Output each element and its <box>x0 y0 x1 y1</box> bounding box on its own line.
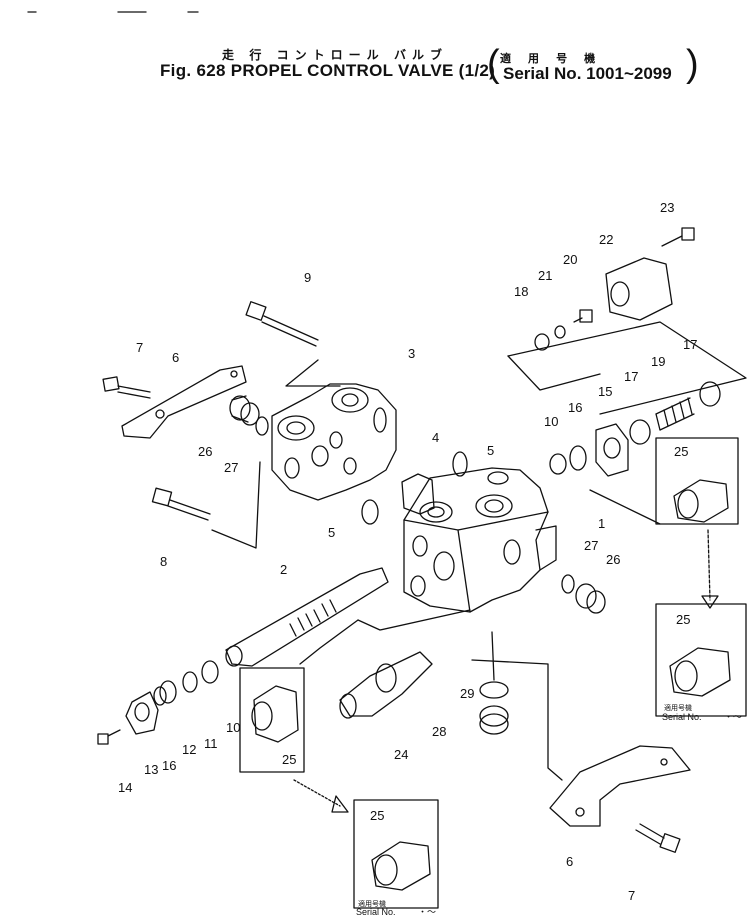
inset-box-25-bottom <box>353 799 439 909</box>
bracket-6-upper <box>121 365 247 439</box>
page-title-japanese: 走 行 コントロール バルブ <box>222 48 449 62</box>
plug-28 <box>479 705 509 735</box>
page-title: Fig. 628 PROPEL CONTROL VALVE (1/2) <box>160 61 496 80</box>
serial-label-japanese: 適 用 号 機 <box>500 53 603 65</box>
inset-serial-en: Serial No. <box>662 712 702 722</box>
spring-19 <box>655 397 695 431</box>
part-label-21: 21 <box>538 268 552 283</box>
relief-valve-24 <box>339 651 433 719</box>
inset-box-25-upper-right <box>655 437 739 525</box>
cap-13 <box>125 691 159 735</box>
bolt-7-upper <box>102 376 151 399</box>
ring-16-left <box>153 686 167 706</box>
bottom-inset-serial-jp: 適用号機 <box>358 899 386 908</box>
o-ring-27-upper <box>255 416 269 436</box>
part-label-5: 5 <box>328 525 335 540</box>
o-ring-4 <box>401 473 435 515</box>
part-label-17: 17 <box>624 369 638 384</box>
arrow-to-bottom-inset <box>293 779 349 813</box>
seal-10-right <box>549 453 567 475</box>
o-ring-27-right <box>561 574 575 594</box>
o-ring-29 <box>479 681 509 699</box>
part-label-20: 20 <box>563 252 577 267</box>
inset-box-25-left <box>239 667 305 773</box>
part-label-4: 4 <box>432 430 439 445</box>
part-label-6: 6 <box>566 854 573 869</box>
part-label-6: 6 <box>172 350 179 365</box>
part-label-7: 7 <box>136 340 143 355</box>
part-label-29: 29 <box>460 686 474 701</box>
part-label-24: 24 <box>394 747 408 762</box>
part-label-7: 7 <box>628 888 635 903</box>
part-label-26: 26 <box>606 552 620 567</box>
part-label-11: 11 <box>204 736 218 751</box>
inset-serial-tilde: ・～ <box>724 712 742 722</box>
part-label-19: 19 <box>651 354 665 369</box>
part-label-13: 13 <box>144 762 158 777</box>
part-label-25: 25 <box>282 752 296 767</box>
part-label-10: 10 <box>544 414 558 429</box>
arrow-to-right-inset <box>701 595 719 609</box>
bottom-inset-serial-en: Serial No. <box>356 907 396 917</box>
part-label-27: 27 <box>584 538 598 553</box>
ring-21 <box>554 325 566 339</box>
part-label-2: 2 <box>280 562 287 577</box>
part-label-22: 22 <box>599 232 613 247</box>
part-label-1: 1 <box>598 516 605 531</box>
seat-17-right <box>699 381 721 407</box>
bolt-8 <box>151 487 211 521</box>
inset-serial-jp: 適用号機 <box>664 703 692 712</box>
valve-body-1 <box>403 467 557 613</box>
cap-15 <box>595 423 629 477</box>
cover-22 <box>605 257 673 321</box>
serial-range: Serial No. 1001~2099 <box>503 64 672 83</box>
part-label-27: 27 <box>224 460 238 475</box>
part-label-8: 8 <box>160 554 167 569</box>
ring-16-right <box>569 445 587 471</box>
part-label-25: 25 <box>676 612 690 627</box>
part-label-15: 15 <box>598 384 612 399</box>
spool-2 <box>225 567 389 667</box>
screw-14 <box>97 729 121 745</box>
paren-left: ( <box>487 43 500 85</box>
part-label-3: 3 <box>408 346 415 361</box>
part-label-25: 25 <box>674 444 688 459</box>
plug-26-right <box>575 583 606 614</box>
seat-17-left <box>629 419 651 445</box>
seal-10-left <box>201 660 219 684</box>
o-ring-5-left <box>361 499 379 525</box>
bracket-6-lower <box>549 745 691 827</box>
valve-section-3 <box>271 383 397 501</box>
bolt-9 <box>245 301 319 347</box>
part-label-14: 14 <box>118 780 132 795</box>
seat-12 <box>159 680 177 704</box>
bottom-inset-serial-tilde: ・～ <box>418 907 436 917</box>
screw-20 <box>573 309 593 323</box>
part-label-16: 16 <box>162 758 176 773</box>
part-label-25: 25 <box>370 808 384 823</box>
part-label-23: 23 <box>660 200 674 215</box>
part-label-12: 12 <box>182 742 196 757</box>
o-ring-5-top <box>452 451 468 477</box>
ring-11 <box>182 671 198 693</box>
part-label-18: 18 <box>514 284 528 299</box>
plug-26-upper <box>229 395 260 426</box>
paren-right: ) <box>686 43 699 85</box>
bolt-23 <box>661 227 695 247</box>
seal-18 <box>534 333 550 351</box>
part-label-17: 17 <box>683 337 697 352</box>
inset-box-25-lower-right <box>655 603 747 717</box>
part-label-16: 16 <box>568 400 582 415</box>
part-label-9: 9 <box>304 270 311 285</box>
part-label-10: 10 <box>226 720 240 735</box>
part-label-28: 28 <box>432 724 446 739</box>
bolt-7-lower <box>635 823 681 853</box>
part-label-5: 5 <box>487 443 494 458</box>
part-label-26: 26 <box>198 444 212 459</box>
